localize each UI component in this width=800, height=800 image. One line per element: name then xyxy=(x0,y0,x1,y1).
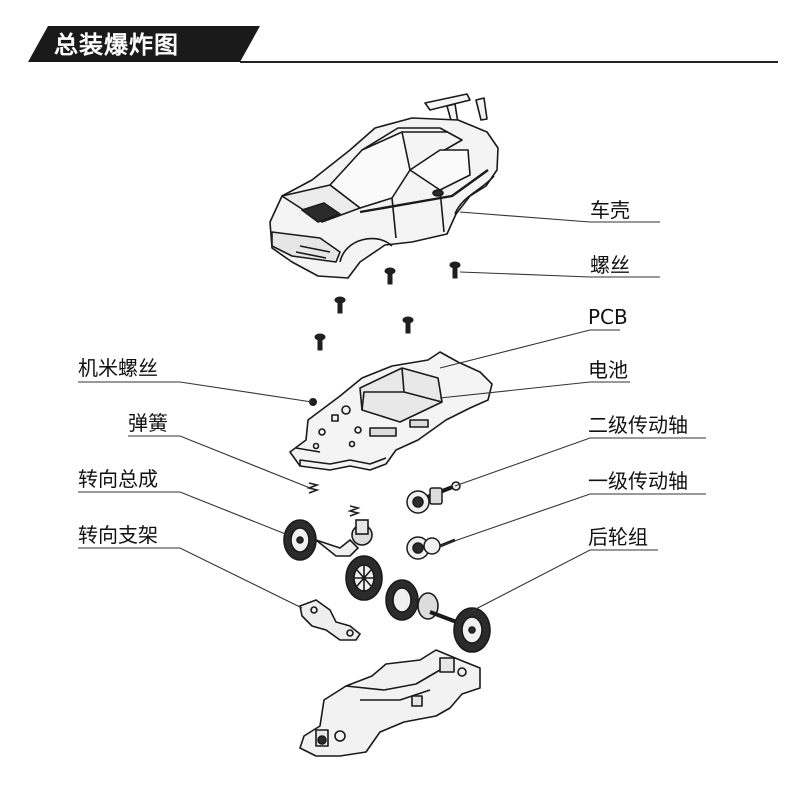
screw-parts xyxy=(306,261,461,517)
label-screws: 螺丝 xyxy=(590,253,630,277)
label-machine-screw: 机米螺丝 xyxy=(78,356,158,380)
label-spring: 弹簧 xyxy=(128,411,168,435)
leader-primary-shaft xyxy=(439,493,706,547)
leader-screws xyxy=(459,271,660,278)
screw-4 xyxy=(402,316,414,334)
spring-part xyxy=(306,482,320,494)
leader-rear-wheel xyxy=(469,549,658,613)
screw-5 xyxy=(314,333,326,351)
rear-wheel-group-part xyxy=(385,579,491,653)
chassis-part xyxy=(299,649,481,757)
body-shell-part xyxy=(269,93,499,279)
steering-bracket-part xyxy=(299,599,362,641)
leader-secondary-shaft xyxy=(454,437,706,487)
label-steering-bracket: 转向支架 xyxy=(78,523,158,547)
leader-pcb xyxy=(439,329,620,369)
label-body-shell: 车壳 xyxy=(590,198,630,222)
pcb-board-part xyxy=(289,351,493,471)
leader-machine-screw xyxy=(78,381,313,403)
steering-assembly-part xyxy=(283,519,383,601)
header-tab xyxy=(28,26,260,62)
spring-part-2 xyxy=(347,505,361,517)
secondary-shaft-part xyxy=(406,481,461,514)
label-rear-wheel-group: 后轮组 xyxy=(588,525,648,549)
leader-spring xyxy=(128,435,311,489)
leader-steering-assembly xyxy=(78,491,289,536)
label-primary-shaft: 一级传动轴 xyxy=(588,469,688,493)
leader-body-shell xyxy=(459,211,660,223)
label-battery: 电池 xyxy=(588,358,628,382)
screw-1 xyxy=(449,261,461,279)
page-title: 总装爆炸图 xyxy=(54,31,179,59)
leader-battery xyxy=(439,381,630,399)
primary-shaft-part xyxy=(406,536,456,560)
label-secondary-shaft: 二级传动轴 xyxy=(588,413,688,437)
label-steering-assembly: 转向总成 xyxy=(78,467,158,491)
screw-2 xyxy=(384,267,396,285)
leader-lines xyxy=(78,211,706,613)
leader-steering-bracket xyxy=(78,547,303,609)
screw-3 xyxy=(334,296,346,314)
label-pcb: PCB xyxy=(588,305,628,329)
